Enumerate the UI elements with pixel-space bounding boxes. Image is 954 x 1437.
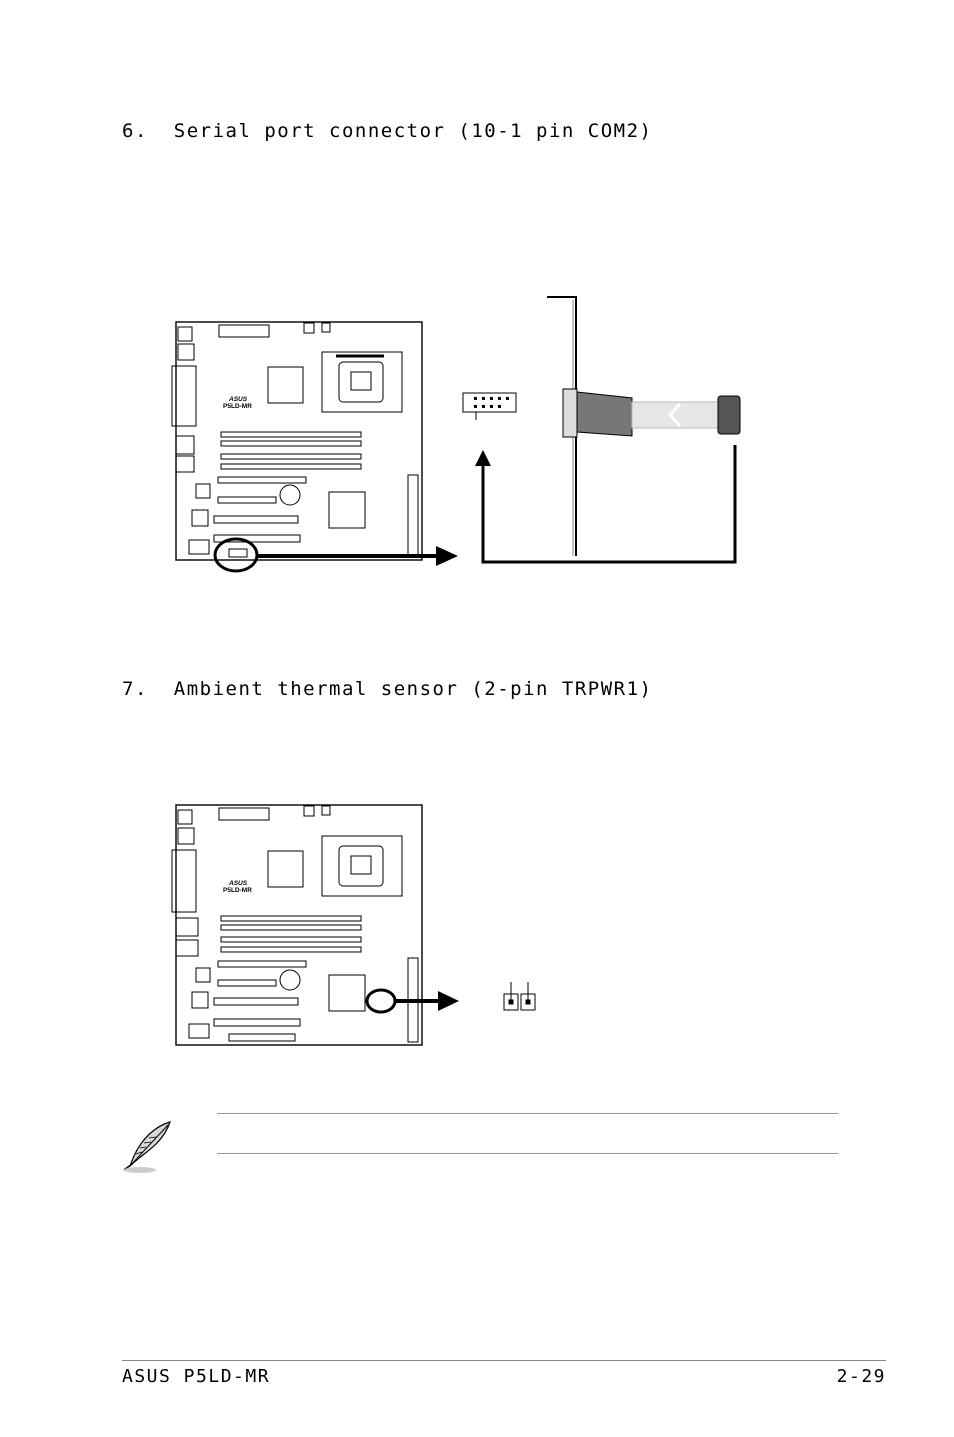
com2-pin-header	[463, 393, 516, 420]
trpwr1-connector-diagram: ASUS P5LD-MR	[0, 800, 954, 1050]
motherboard-logo: ASUS P5LD-MR	[223, 396, 252, 410]
motherboard-outline	[172, 805, 422, 1045]
footer-product-name: ASUS P5LD-MR	[122, 1366, 270, 1387]
svg-text:P5LD-MR: P5LD-MR	[223, 887, 252, 894]
trpwr1-location-highlight	[367, 990, 395, 1012]
section-7-heading: 7. Ambient thermal sensor (2-pin TRPWR1)	[122, 678, 653, 700]
note-top-rule	[217, 1113, 838, 1114]
svg-text:ASUS: ASUS	[228, 880, 248, 887]
com2-connector-diagram: ASUS P5LD-MR	[0, 290, 954, 580]
cable-route-line	[483, 445, 735, 562]
pointer-arrowhead	[436, 546, 458, 566]
footer-rule	[122, 1360, 886, 1361]
svg-text:P5LD-MR: P5LD-MR	[223, 403, 252, 410]
svg-text:ASUS: ASUS	[228, 396, 248, 403]
feather-pen-icon	[118, 1118, 178, 1176]
section-6-heading: 6. Serial port connector (10-1 pin COM2)	[122, 120, 653, 142]
trpwr1-pin-header	[504, 982, 535, 1010]
cable-route-arrowhead	[475, 450, 491, 466]
pointer-arrowhead	[438, 991, 459, 1011]
note-bottom-rule	[217, 1153, 838, 1154]
motherboard-logo: ASUS P5LD-MR	[223, 880, 252, 894]
serial-port-bracket	[547, 297, 740, 556]
footer-page-number: 2-29	[837, 1366, 886, 1387]
motherboard-outline	[172, 322, 422, 560]
com2-location-highlight	[215, 539, 257, 571]
